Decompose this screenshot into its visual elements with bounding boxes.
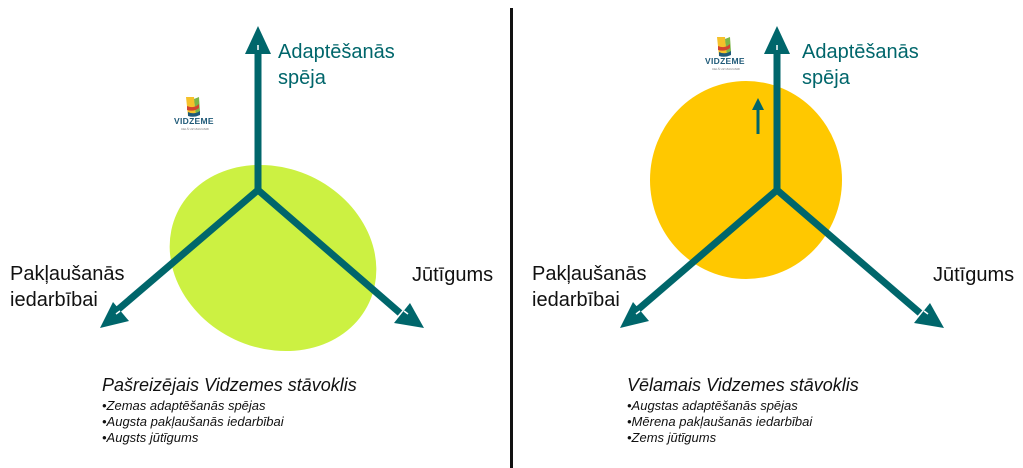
- vidzeme-logo: VIDZEME CELŠ UZ IZAUGSMI: [174, 96, 222, 136]
- axis-tip-mark: [115, 310, 121, 315]
- arrowhead-sensitivity: [914, 303, 944, 328]
- vidzeme-logo-text: VIDZEME: [174, 116, 214, 126]
- desired-state-panel: VIDZEME CELŠ UZ IZAUGSMI Adaptēšanās spē…: [513, 0, 1023, 468]
- axis-tip-mark: [403, 310, 409, 315]
- desired-state-title: Vēlamais Vidzemes stāvoklis: [627, 375, 859, 395]
- desired-state-diagram: [620, 26, 944, 328]
- current-state-blob: [169, 164, 377, 352]
- arrowhead-adaptation: [764, 26, 790, 54]
- vidzeme-emblem-icon: [186, 97, 200, 117]
- list-item: •Zemas adaptēšanās spējas: [102, 398, 266, 413]
- panel-divider: [510, 8, 513, 468]
- axis-sensitivity: [255, 187, 403, 316]
- arrowhead-exposure: [620, 302, 649, 328]
- desired-axes: [631, 50, 923, 316]
- axis-sensitivity: [774, 187, 923, 316]
- current-axes: [111, 50, 403, 316]
- list-item: •Augstas adaptēšanās spējas: [627, 398, 798, 413]
- vidzeme-logo-tagline: CELŠ UZ IZAUGSMI: [181, 127, 210, 131]
- vidzeme-logo-text: VIDZEME: [705, 56, 745, 66]
- vidzeme-emblem-icon: [717, 37, 731, 57]
- desired-state-blob: [650, 81, 842, 279]
- axis-label-exposure: Pakļaušanās iedarbībai: [532, 263, 647, 311]
- list-item: •Augsta pakļaušanās iedarbībai: [102, 414, 284, 429]
- arrowhead-exposure: [100, 302, 129, 328]
- axis-exposure: [111, 187, 261, 316]
- axis-tip-mark: [923, 310, 929, 315]
- vidzeme-logo-tagline: CELŠ UZ IZAUGSMI: [712, 67, 741, 71]
- vidzeme-logo: VIDZEME CELŠ UZ IZAUGSMI: [705, 36, 753, 76]
- current-state-diagram: [100, 26, 424, 352]
- arrowhead-sensitivity: [394, 303, 424, 328]
- axis-label-sensitivity: Jūtīgums: [412, 264, 494, 286]
- current-state-panel: VIDZEME CELŠ UZ IZAUGSMI Adaptēšanās spē…: [0, 0, 510, 468]
- current-state-caption: Pašreizējais Vidzemes stāvoklis •Zemas a…: [102, 374, 357, 446]
- axis-tip-mark: [635, 310, 641, 315]
- desired-state-caption: Vēlamais Vidzemes stāvoklis •Augstas ada…: [627, 374, 859, 446]
- arrowhead-adaptation: [245, 26, 271, 54]
- list-item: •Zems jūtīgums: [627, 430, 717, 445]
- axis-label-exposure: Pakļaušanās iedarbībai: [10, 263, 125, 311]
- increase-arrow-icon: [752, 98, 764, 134]
- axis-label-adaptation: Adaptēšanās spēja: [802, 41, 919, 89]
- list-item: •Augsts jūtīgums: [102, 430, 199, 445]
- current-state-title: Pašreizējais Vidzemes stāvoklis: [102, 375, 357, 395]
- axis-exposure: [631, 187, 780, 316]
- list-item: •Mērena pakļaušanās iedarbībai: [627, 414, 813, 429]
- axis-label-sensitivity: Jūtīgums: [933, 264, 1015, 286]
- axis-label-adaptation: Adaptēšanās spēja: [278, 41, 395, 89]
